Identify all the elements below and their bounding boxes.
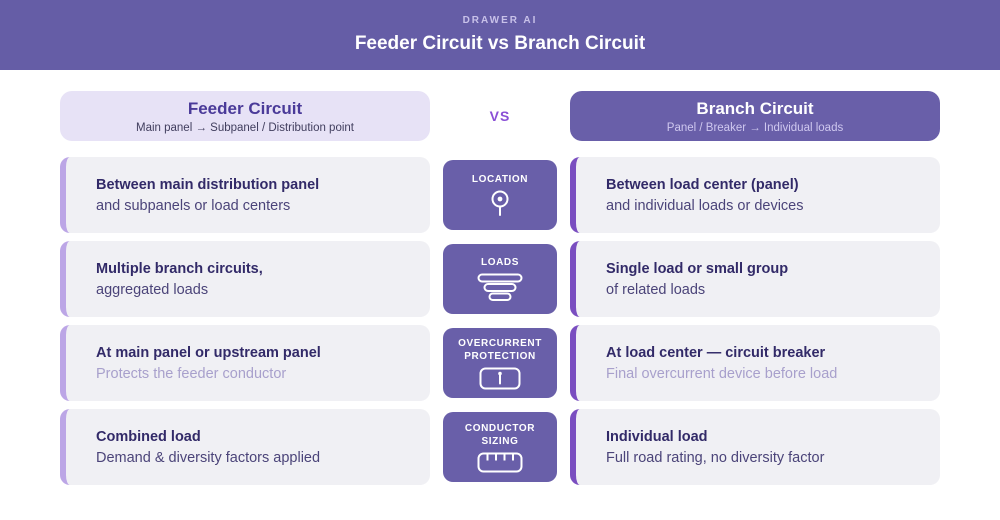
loads-badge: LOADS <box>443 244 557 314</box>
card-line2: Final overcurrent device before load <box>606 365 838 382</box>
feeder-circuit-subtitle: Main panel → Subpanel / Distribution poi… <box>136 121 354 134</box>
card-line1: Combined load <box>96 428 201 445</box>
badge-cell: CONDUCTOR SIZING <box>430 409 570 485</box>
feeder-loads-card: Multiple branch circuits, aggregated loa… <box>60 241 430 317</box>
vs-label: VS <box>489 108 511 124</box>
card-line1: Multiple branch circuits, <box>96 260 263 277</box>
branch-protection-card: At load center — circuit breaker Final o… <box>570 325 940 401</box>
card-line1: Single load or small group <box>606 260 789 277</box>
location-badge: LOCATION <box>443 160 557 230</box>
badge-cell: OVERCURRENT PROTECTION <box>430 325 570 401</box>
overcurrent-protection-badge: OVERCURRENT PROTECTION <box>443 328 557 398</box>
branch-loads-card: Single load or small group of related lo… <box>570 241 940 317</box>
location-pin-icon <box>489 190 511 217</box>
ruler-icon <box>477 452 523 473</box>
card-line2: Protects the feeder conductor <box>96 365 287 382</box>
brand-label: DRAWER AI <box>462 15 538 26</box>
feeder-location-card: Between main distribution panel and subp… <box>60 157 430 233</box>
card-line2: and individual loads or devices <box>606 197 804 214</box>
badge-label: LOADS <box>481 257 519 268</box>
card-line2: and subpanels or load centers <box>96 197 291 214</box>
row-location: Between main distribution panel and subp… <box>60 157 940 233</box>
card-line1: Between load center (panel) <box>606 176 799 193</box>
vs-cell: VS <box>430 91 570 141</box>
card-line2: of related loads <box>606 281 706 298</box>
card-line2: aggregated loads <box>96 281 209 298</box>
conductor-sizing-badge: CONDUCTOR SIZING <box>443 412 557 482</box>
badge-label: OVERCURRENT PROTECTION <box>458 337 542 362</box>
branch-circuit-header: Branch Circuit Panel / Breaker → Individ… <box>570 91 940 141</box>
row-overcurrent-protection: At main panel or upstream panel Protects… <box>60 325 940 401</box>
badge-label: CONDUCTOR SIZING <box>464 422 536 447</box>
top-banner: DRAWER AI Feeder Circuit vs Branch Circu… <box>0 0 1000 70</box>
feeder-circuit-header: Feeder Circuit Main panel → Subpanel / D… <box>60 91 430 141</box>
card-line1: At main panel or upstream panel <box>96 344 321 361</box>
branch-circuit-title: Branch Circuit <box>696 98 814 118</box>
circuit-breaker-icon <box>479 367 521 390</box>
comparison-rows: Between main distribution panel and subp… <box>60 157 940 485</box>
badge-cell: LOADS <box>430 241 570 317</box>
stacked-loads-icon <box>477 273 523 302</box>
feeder-sizing-card: Combined load Demand & diversity factors… <box>60 409 430 485</box>
card-line1: At load center — circuit breaker <box>606 344 826 361</box>
card-line1: Individual load <box>606 428 708 445</box>
card-line1: Between main distribution panel <box>96 176 320 193</box>
branch-circuit-subtitle: Panel / Breaker → Individual loads <box>666 121 844 134</box>
card-line2: Demand & diversity factors applied <box>96 449 321 466</box>
branch-sizing-card: Individual load Full road rating, no div… <box>570 409 940 485</box>
column-header-row: Feeder Circuit Main panel → Subpanel / D… <box>60 91 940 141</box>
branch-location-card: Between load center (panel) and individu… <box>570 157 940 233</box>
page-title: Feeder Circuit vs Branch Circuit <box>354 33 646 54</box>
row-loads: Multiple branch circuits, aggregated loa… <box>60 241 940 317</box>
feeder-protection-card: At main panel or upstream panel Protects… <box>60 325 430 401</box>
card-line2: Full road rating, no diversity factor <box>606 449 825 466</box>
row-conductor-sizing: Combined load Demand & diversity factors… <box>60 409 940 485</box>
comparison-content: Feeder Circuit Main panel → Subpanel / D… <box>0 91 1000 485</box>
feeder-circuit-title: Feeder Circuit <box>187 98 303 118</box>
badge-cell: LOCATION <box>430 157 570 233</box>
badge-label: LOCATION <box>471 174 529 185</box>
